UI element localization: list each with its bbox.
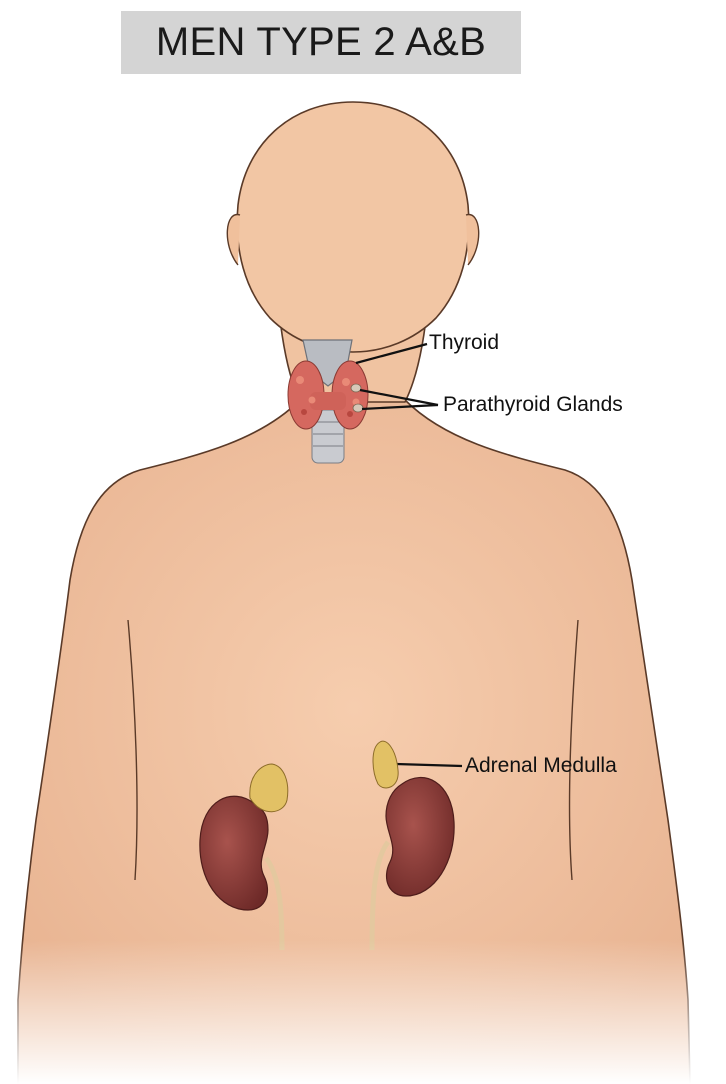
right-ear [466,215,479,265]
left-ear [227,215,240,265]
adrenal-medulla-label: Adrenal Medulla [465,754,617,778]
thyroid-label: Thyroid [429,331,499,355]
head [237,102,469,352]
parathyroid-label: Parathyroid Glands [443,393,623,417]
